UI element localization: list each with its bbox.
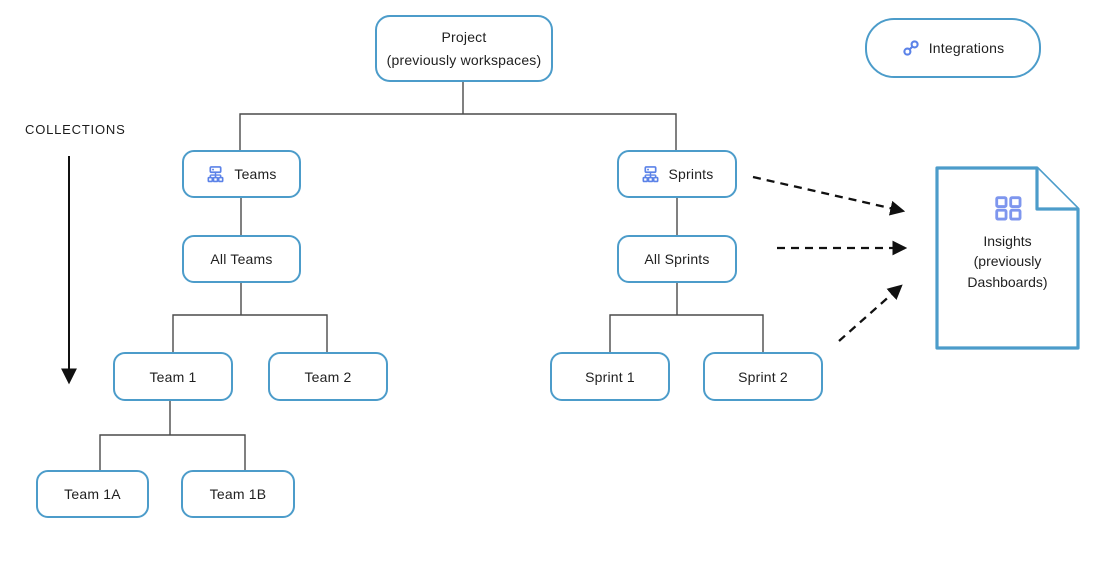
- project-subtitle: (previously workspaces): [386, 51, 542, 68]
- collections-label: COLLECTIONS: [25, 122, 126, 137]
- org-chart-icon: [641, 165, 660, 183]
- project-title: Project: [441, 29, 487, 46]
- tree-connector-team1-split: [99, 401, 246, 470]
- node-team-1: Team 1: [113, 352, 233, 401]
- grid-icon: [995, 196, 1022, 226]
- node-sprint-2: Sprint 2: [703, 352, 823, 401]
- node-team-1a: Team 1A: [36, 470, 149, 518]
- dashed-arrow-sprints-to-insights: [752, 175, 906, 216]
- node-teams: Teams: [182, 150, 301, 198]
- node-insights: Insights (previously Dashboards): [946, 231, 1069, 292]
- sprint-1-label: Sprint 1: [585, 368, 635, 385]
- integrations-label: Integrations: [928, 40, 1005, 56]
- node-integrations: Integrations: [865, 18, 1041, 78]
- tree-connector-allsprints-split: [609, 283, 764, 352]
- dashed-arrow-sprint2-to-insights: [838, 284, 903, 342]
- node-project: Project (previously workspaces): [375, 15, 553, 82]
- sprints-label: Sprints: [668, 166, 714, 182]
- insights-title: Insights: [983, 233, 1032, 249]
- node-team-1b: Team 1B: [181, 470, 295, 518]
- tree-connector-project-split: [239, 82, 677, 150]
- insights-subtitle: (previously Dashboards): [967, 253, 1048, 290]
- link-icon: [902, 39, 920, 57]
- insights-document-shape: [935, 166, 1080, 350]
- node-sprints: Sprints: [617, 150, 737, 198]
- node-all-teams: All Teams: [182, 235, 301, 283]
- node-team-2: Team 2: [268, 352, 388, 401]
- node-sprint-1: Sprint 1: [550, 352, 670, 401]
- all-sprints-label: All Sprints: [644, 251, 710, 267]
- teams-label: Teams: [234, 166, 277, 182]
- node-all-sprints: All Sprints: [617, 235, 737, 283]
- sprint-2-label: Sprint 2: [738, 368, 788, 385]
- team-2-label: Team 2: [304, 368, 352, 385]
- team-1a-label: Team 1A: [64, 486, 121, 502]
- tree-connector-allteams-split: [172, 283, 328, 352]
- all-teams-label: All Teams: [210, 251, 273, 267]
- team-1-label: Team 1: [149, 368, 197, 385]
- org-chart-icon: [206, 165, 225, 183]
- team-1b-label: Team 1B: [209, 486, 267, 502]
